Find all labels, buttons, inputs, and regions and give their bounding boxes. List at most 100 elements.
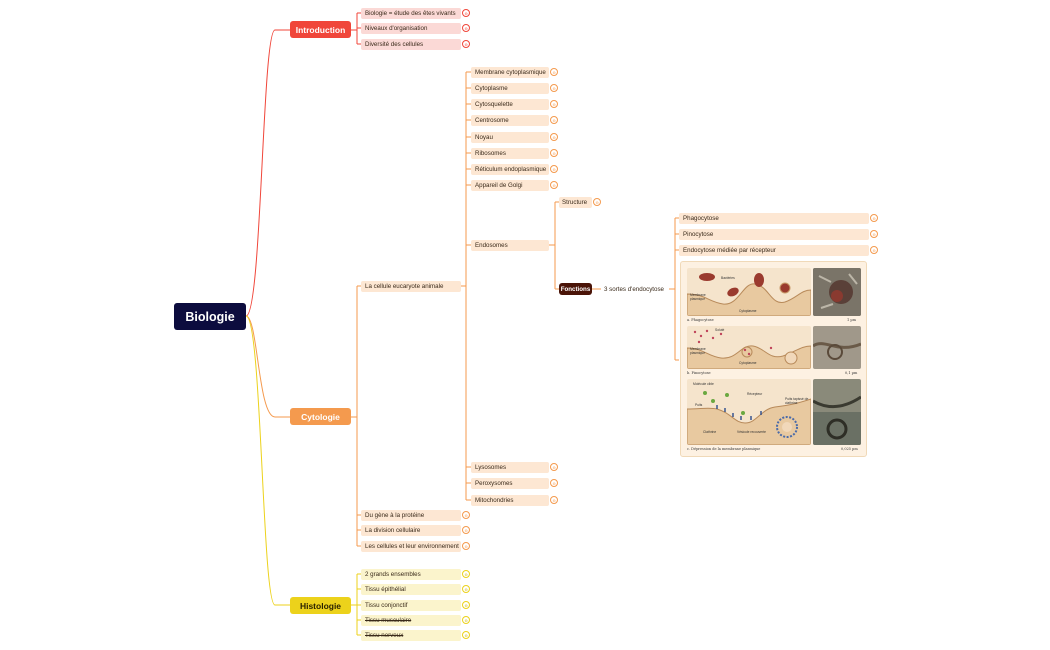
topic-label: Mitochondries	[475, 497, 514, 504]
pinocytose-micrograph	[813, 326, 861, 369]
topic-label: 3 sortes d'endocytose	[604, 286, 664, 293]
collapse-icon[interactable]: ⊖	[550, 133, 558, 141]
collapse-icon[interactable]: ⊖	[462, 616, 470, 624]
label-cytoplasme: Cytoplasme	[739, 309, 757, 313]
collapse-icon[interactable]: ⊖	[462, 40, 470, 48]
topic-cellules-environnement[interactable]: Les cellules et leur environnement	[361, 541, 461, 552]
topic-label: Du gène à la protéine	[365, 512, 425, 519]
branch-histologie[interactable]: Histologie	[290, 597, 351, 614]
scale-pinocytose: 0,1 µm	[845, 371, 858, 375]
topic-label: Tissu épithélial	[365, 586, 406, 593]
scale-endocytose-recepteur: 0,025 µm	[841, 447, 858, 451]
topic-niveaux-organisation[interactable]: Niveaux d'organisation	[361, 23, 461, 34]
pinocytose-drawing	[687, 329, 811, 369]
micrograph-drawing	[813, 326, 861, 369]
topic-cytosquelette[interactable]: Cytosquelette	[471, 99, 549, 110]
collapse-icon[interactable]: ⊖	[462, 585, 470, 593]
topic-ribosomes[interactable]: Ribosomes	[471, 148, 549, 159]
topic-noyau[interactable]: Noyau	[471, 132, 549, 143]
label-solute: Soluté	[715, 328, 725, 332]
collapse-icon[interactable]: ⊖	[462, 526, 470, 534]
topic-label: Cytoplasme	[475, 85, 508, 92]
pinocytose-illustration	[687, 326, 811, 369]
phagocytose-drawing	[687, 273, 811, 316]
phagocytose-illustration	[687, 268, 811, 316]
topic-label: La cellule eucaryote animale	[365, 283, 444, 290]
endocytose-figure[interactable]: Bactéries Membrane plasmique Cytoplasme …	[680, 261, 867, 457]
collapse-icon[interactable]: ⊖	[462, 631, 470, 639]
topic-tissu-musculaire[interactable]: Tissu musculaire	[361, 615, 461, 626]
topic-label: Ribosomes	[475, 150, 506, 157]
topic-label: Biologie = étude des êtes vivants	[365, 10, 456, 17]
label-membrane: Membrane plasmique	[690, 293, 706, 301]
topic-label: Tissu nerveux	[365, 632, 404, 639]
label-puits-tapisse: Puits tapissé de clathrine	[785, 397, 809, 405]
collapse-icon[interactable]: ⊖	[462, 511, 470, 519]
collapse-icon[interactable]: ⊖	[462, 601, 470, 609]
topic-label: Phagocytose	[683, 215, 719, 222]
topic-structure[interactable]: Structure	[559, 197, 592, 208]
topic-peroxysomes[interactable]: Peroxysomes	[471, 478, 549, 489]
micrograph-drawing	[813, 268, 861, 316]
collapse-icon[interactable]: ⊖	[550, 149, 558, 157]
topic-appareil-golgi[interactable]: Appareil de Golgi	[471, 180, 549, 191]
collapse-icon[interactable]: ⊖	[462, 542, 470, 550]
collapse-icon[interactable]: ⊖	[550, 84, 558, 92]
topic-lysosomes[interactable]: Lysosomes	[471, 462, 549, 473]
collapse-icon[interactable]: ⊖	[462, 24, 470, 32]
collapse-icon[interactable]: ⊖	[593, 198, 601, 206]
topic-mitochondries[interactable]: Mitochondries	[471, 495, 549, 506]
topic-label: Tissu conjonctif	[365, 602, 408, 609]
topic-centrosome[interactable]: Centrosome	[471, 115, 549, 126]
collapse-icon[interactable]: ⊖	[550, 479, 558, 487]
topic-label: La division cellulaire	[365, 527, 421, 534]
topic-membrane-cytoplasmique[interactable]: Membrane cytoplasmique	[471, 67, 549, 78]
collapse-icon[interactable]: ⊖	[462, 9, 470, 17]
topic-tissu-nerveux[interactable]: Tissu nerveux	[361, 630, 461, 641]
collapse-icon[interactable]: ⊖	[550, 116, 558, 124]
topic-label: Membrane cytoplasmique	[475, 69, 546, 76]
topic-grands-ensembles[interactable]: 2 grands ensembles	[361, 569, 461, 580]
topic-tissu-conjonctif[interactable]: Tissu conjonctif	[361, 600, 461, 611]
topic-label: Peroxysomes	[475, 480, 513, 487]
topic-sortes-endocytose[interactable]: 3 sortes d'endocytose	[601, 284, 669, 295]
topic-diversite-cellules[interactable]: Diversité des cellules	[361, 39, 461, 50]
topic-label: 2 grands ensembles	[365, 571, 421, 578]
topic-fonctions[interactable]: Fonctions	[559, 283, 592, 295]
scale-phagocytose: 1 µm	[847, 318, 856, 322]
collapse-icon[interactable]: ⊖	[870, 214, 878, 222]
topic-endosomes[interactable]: Endosomes	[471, 240, 549, 251]
topic-gene-proteine[interactable]: Du gène à la protéine	[361, 510, 461, 521]
topic-label: Diversité des cellules	[365, 41, 424, 48]
label-vesicule: Vésicule recouverte	[737, 430, 766, 434]
label-cytoplasme: Cytoplasme	[739, 361, 757, 365]
topic-label: Endosomes	[475, 242, 508, 249]
collapse-icon[interactable]: ⊖	[550, 496, 558, 504]
label-bacteries: Bactéries	[721, 276, 735, 280]
collapse-icon[interactable]: ⊖	[462, 570, 470, 578]
caption-endocytose-recepteur: c. Dépression de la membrane plasmique	[687, 447, 761, 451]
topic-phagocytose[interactable]: Phagocytose	[679, 213, 869, 224]
topic-reticulum-endoplasmique[interactable]: Réticulum endoplasmique	[471, 164, 549, 175]
caption-pinocytose: b. Pinocytose	[687, 371, 711, 375]
collapse-icon[interactable]: ⊖	[870, 230, 878, 238]
topic-division-cellulaire[interactable]: La division cellulaire	[361, 525, 461, 536]
topic-label: Appareil de Golgi	[475, 182, 523, 189]
collapse-icon[interactable]: ⊖	[550, 68, 558, 76]
topic-endocytose-recepteur[interactable]: Endocytose médiée par récepteur	[679, 245, 869, 256]
collapse-icon[interactable]: ⊖	[550, 181, 558, 189]
topic-tissu-epithelial[interactable]: Tissu épithélial	[361, 584, 461, 595]
collapse-icon[interactable]: ⊖	[550, 463, 558, 471]
collapse-icon[interactable]: ⊖	[550, 100, 558, 108]
topic-cytoplasme[interactable]: Cytoplasme	[471, 83, 549, 94]
topic-biologie-definition[interactable]: Biologie = étude des êtes vivants	[361, 8, 461, 19]
topic-pinocytose[interactable]: Pinocytose	[679, 229, 869, 240]
collapse-icon[interactable]: ⊖	[550, 165, 558, 173]
branch-introduction[interactable]: Introduction	[290, 21, 351, 38]
branch-cytologie[interactable]: Cytologie	[290, 408, 351, 425]
collapse-icon[interactable]: ⊖	[870, 246, 878, 254]
topic-cellule-eucaryote[interactable]: La cellule eucaryote animale	[361, 281, 461, 292]
root-node[interactable]: Biologie	[174, 303, 246, 330]
topic-label: Cytosquelette	[475, 101, 513, 108]
topic-label: Noyau	[475, 134, 493, 141]
